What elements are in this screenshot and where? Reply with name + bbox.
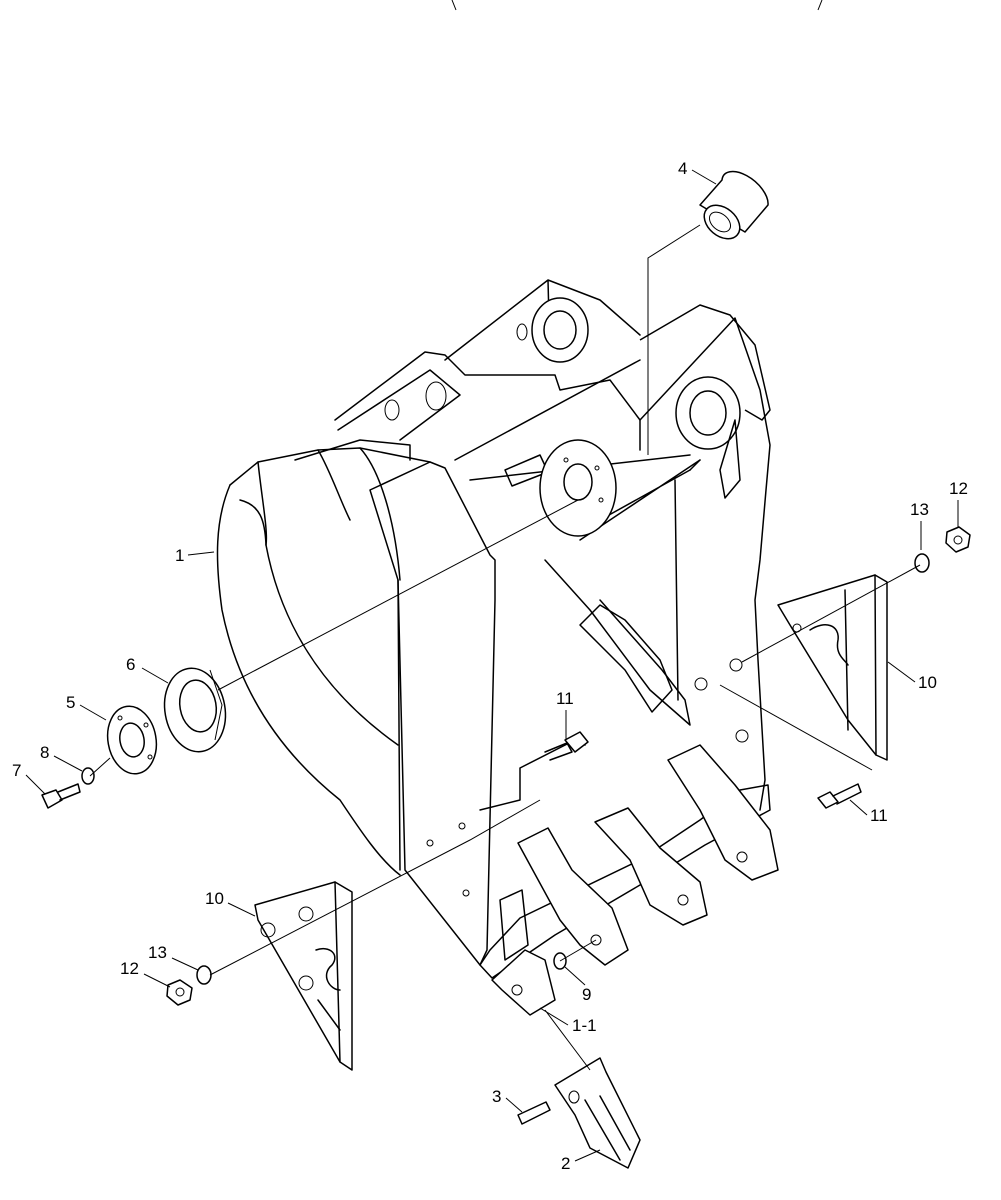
callout-13-left: 13	[148, 943, 199, 971]
part-2-tooth-point	[554, 1057, 641, 1169]
assembly-lines	[89, 224, 921, 1071]
callout-12-left: 12	[120, 959, 171, 988]
callout-8: 8	[40, 743, 83, 772]
svg-text:10: 10	[205, 889, 224, 908]
callout-5: 5	[66, 693, 107, 721]
callout-11-right: 11	[849, 799, 888, 825]
svg-text:1: 1	[175, 546, 184, 565]
part-7-bolt	[41, 783, 81, 809]
part-4-bushing	[699, 170, 769, 240]
part-12-nut-left	[166, 979, 193, 1006]
callout-11-center: 11	[556, 689, 574, 740]
svg-text:12: 12	[120, 959, 139, 978]
part-5-plate	[106, 705, 158, 775]
header-bracket-fragment	[451, 0, 823, 11]
callout-10-right: 10	[887, 661, 937, 692]
part-11-bolt-right	[817, 783, 862, 809]
svg-text:13: 13	[148, 943, 167, 962]
part-10-side-cutter-right	[777, 574, 888, 761]
callout-1: 1	[175, 546, 215, 565]
part-6-boss	[163, 667, 227, 753]
svg-text:6: 6	[126, 655, 135, 674]
svg-text:3: 3	[492, 1087, 501, 1106]
svg-text:10: 10	[918, 673, 937, 692]
svg-text:11: 11	[556, 689, 574, 708]
bucket-teeth	[491, 744, 779, 1016]
part-10-side-cutter-left	[254, 881, 353, 1071]
svg-text:13: 13	[910, 500, 929, 519]
svg-text:11: 11	[870, 806, 888, 825]
svg-text:9: 9	[582, 985, 591, 1004]
svg-text:1-1: 1-1	[572, 1016, 597, 1035]
callout-1-1: 1-1	[539, 1007, 597, 1035]
part-3-pin	[517, 1101, 551, 1125]
callout-12-right: 12	[949, 479, 968, 528]
callout-2: 2	[561, 1149, 601, 1173]
part-12-nut-right	[945, 526, 971, 553]
callout-10-left: 10	[205, 889, 256, 917]
svg-text:5: 5	[66, 693, 75, 712]
svg-text:4: 4	[678, 159, 687, 178]
svg-text:7: 7	[12, 761, 21, 780]
callout-9: 9	[564, 966, 591, 1004]
part-8-washer	[81, 767, 95, 785]
part-13-washer-right	[914, 553, 930, 573]
svg-text:2: 2	[561, 1154, 570, 1173]
part-1-bucket	[216, 279, 771, 979]
callout-4: 4	[678, 159, 717, 185]
callout-7: 7	[12, 761, 46, 795]
callout-13-right: 13	[910, 500, 929, 550]
part-13-washer-left	[196, 965, 212, 985]
svg-text:12: 12	[949, 479, 968, 498]
part-11-bolt-center	[544, 731, 589, 761]
svg-text:8: 8	[40, 743, 49, 762]
callout-3: 3	[492, 1087, 523, 1113]
callout-6: 6	[126, 655, 169, 684]
